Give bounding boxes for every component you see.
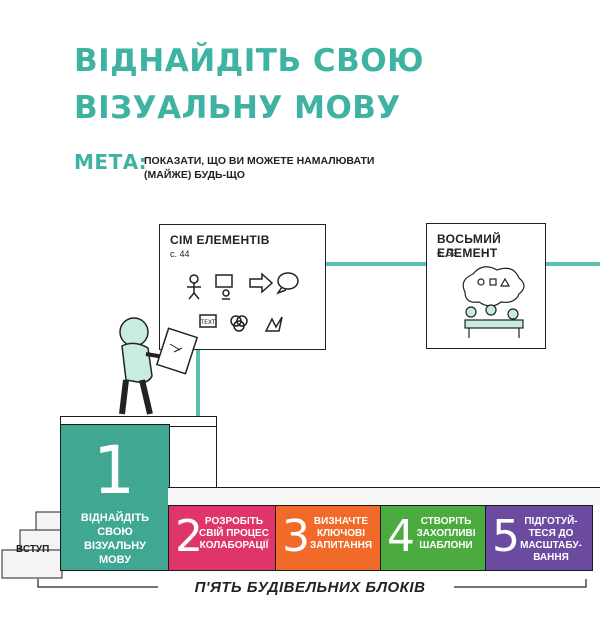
block-number: 5	[492, 511, 520, 562]
board-page: с. 44	[170, 249, 190, 259]
block-label: РОЗРОБІТЬ СВІЙ ПРОЦЕС КОЛАБОРАЦІЇ	[199, 516, 269, 551]
page-title: ВІДНАЙДІТЬ СВОЮ ВІЗУАЛЬНУ МОВУ	[74, 38, 494, 132]
block-number: 2	[175, 511, 203, 562]
board-page: с. 62	[437, 248, 457, 258]
text-box-icon: TEXT	[199, 314, 217, 328]
block-label: ВІДНАЙДІТЬ СВОЮ ВІЗУАЛЬНУ МОВУ	[80, 512, 150, 566]
footer-bracket	[37, 579, 587, 588]
title-line-1: ВІДНАЙДІТЬ СВОЮ	[74, 43, 424, 79]
block-label: ПІДГОТУЙ-ТЕСЯ ДО МАСШТАБУ-ВАННЯ	[520, 516, 582, 563]
block-number: 1	[93, 432, 135, 509]
arrow-icon	[249, 272, 274, 294]
block-5: 5 ПІДГОТУЙ-ТЕСЯ ДО МАСШТАБУ-ВАННЯ	[485, 505, 593, 571]
board-title: ВОСЬМИЙ ЕЛЕМЕНТ	[437, 232, 502, 260]
person-icon	[187, 274, 201, 300]
block-number: 4	[387, 511, 415, 562]
blocks-top-face	[168, 487, 600, 506]
seven-elements-icons: TEXT	[187, 272, 299, 332]
rail-line	[323, 262, 427, 266]
block-label: ВИЗНАЧТЕ КЛЮЧОВІ ЗАПИТАННЯ	[309, 516, 373, 551]
block-3: 3 ВИЗНАЧТЕ КЛЮЧОВІ ЗАПИТАННЯ	[275, 505, 381, 571]
board-title: СІМ ЕЛЕМЕНТІВ	[170, 233, 270, 247]
entry-step-label: ВСТУП	[16, 544, 50, 555]
block-2: 2 РОЗРОБІТЬ СВІЙ ПРОЦЕС КОЛАБОРАЦІЇ	[168, 505, 276, 571]
rail-line	[540, 262, 600, 266]
star-scribble-icon	[264, 316, 283, 332]
svg-text:TEXT: TEXT	[199, 319, 215, 326]
presenter-icon	[215, 274, 233, 300]
speech-bubble-icon	[276, 272, 299, 295]
block-1: 1 ВІДНАЙДІТЬ СВОЮ ВІЗУАЛЬНУ МОВУ	[60, 424, 170, 571]
block-4: 4 СТВОРІТЬ ЗАХОПЛИВІ ШАБЛОНИ	[380, 505, 486, 571]
goal-label: МЕТА:	[74, 150, 148, 174]
footer-title: П'ЯТЬ БУДІВЕЛЬНИХ БЛОКІВ	[194, 579, 426, 596]
board-eighth-element: ВОСЬМИЙ ЕЛЕМЕНТ с. 62	[426, 223, 546, 349]
presenter-figure	[119, 317, 199, 415]
block-number: 3	[282, 511, 310, 562]
title-line-2: ВІЗУАЛЬНУ МОВУ	[74, 90, 401, 126]
board-seven-elements: СІМ ЕЛЕМЕНТІВ с. 44 TEXT	[159, 224, 326, 350]
goal-text: ПОКАЗАТИ, ЩО ВИ МОЖЕТЕ НАМАЛЮВАТИ (МАЙЖЕ…	[144, 155, 375, 181]
block-label: СТВОРІТЬ ЗАХОПЛИВІ ШАБЛОНИ	[416, 516, 476, 551]
entry-steps	[1, 511, 63, 579]
venn-icon	[230, 315, 248, 332]
rail-post	[196, 348, 200, 418]
collaboration-scene	[462, 266, 525, 338]
